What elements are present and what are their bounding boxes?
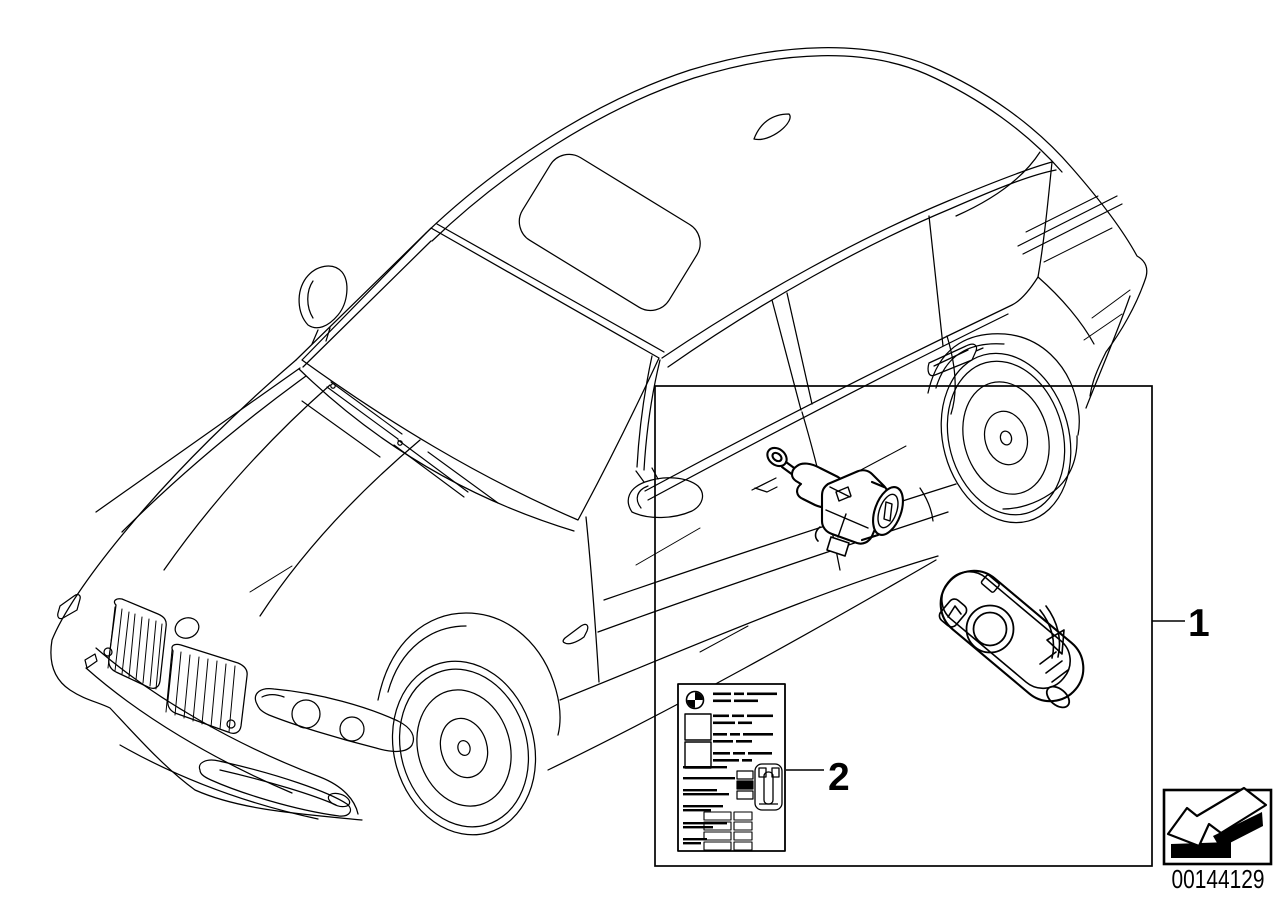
hood-roundel <box>174 617 200 639</box>
key-ring <box>766 446 788 468</box>
car-roof-inner-edge <box>431 55 1063 242</box>
car-line-art <box>50 47 1148 836</box>
lock-housing <box>820 469 890 545</box>
direction-arrow-icon[interactable] <box>1162 786 1273 866</box>
car-wipers <box>301 381 499 504</box>
bmw-roundel-icon <box>685 690 705 710</box>
label-text-bars <box>683 692 777 845</box>
callout-2-label[interactable]: 2 <box>828 756 850 799</box>
antenna-fin <box>753 113 791 141</box>
fob-lock-button <box>938 598 968 628</box>
fob-roundel-button <box>965 604 1015 654</box>
instruction-label-drawing <box>677 683 786 852</box>
kidney-grille <box>107 598 248 734</box>
side-mirror-near <box>627 467 704 519</box>
fob-trunk-button <box>1046 629 1065 655</box>
drawing-number: 00144129 <box>1172 864 1265 894</box>
rear-wheel <box>940 352 1072 524</box>
fob-face <box>941 570 1071 690</box>
keyway-slot <box>883 501 893 522</box>
front-wheel <box>391 660 537 836</box>
side-mirror-far <box>298 265 348 345</box>
selection-box <box>654 385 1153 867</box>
car-door-handle <box>927 343 984 377</box>
remote-key-drawing <box>938 569 1085 709</box>
headlight <box>254 687 415 752</box>
callout-2[interactable]: 2 <box>786 756 850 799</box>
sunroof <box>518 153 701 312</box>
label-key-icon <box>754 763 783 811</box>
lock-arrow-icon <box>947 605 962 618</box>
car-windshield <box>301 227 660 521</box>
fob-keyring-hole <box>1045 685 1071 709</box>
lock-tab <box>814 526 850 557</box>
callout-1-label[interactable]: 1 <box>1188 602 1210 645</box>
callout-1[interactable]: 1 <box>1152 602 1210 645</box>
door-lock-cylinder-drawing <box>766 446 904 557</box>
car-roofline <box>425 47 1148 397</box>
